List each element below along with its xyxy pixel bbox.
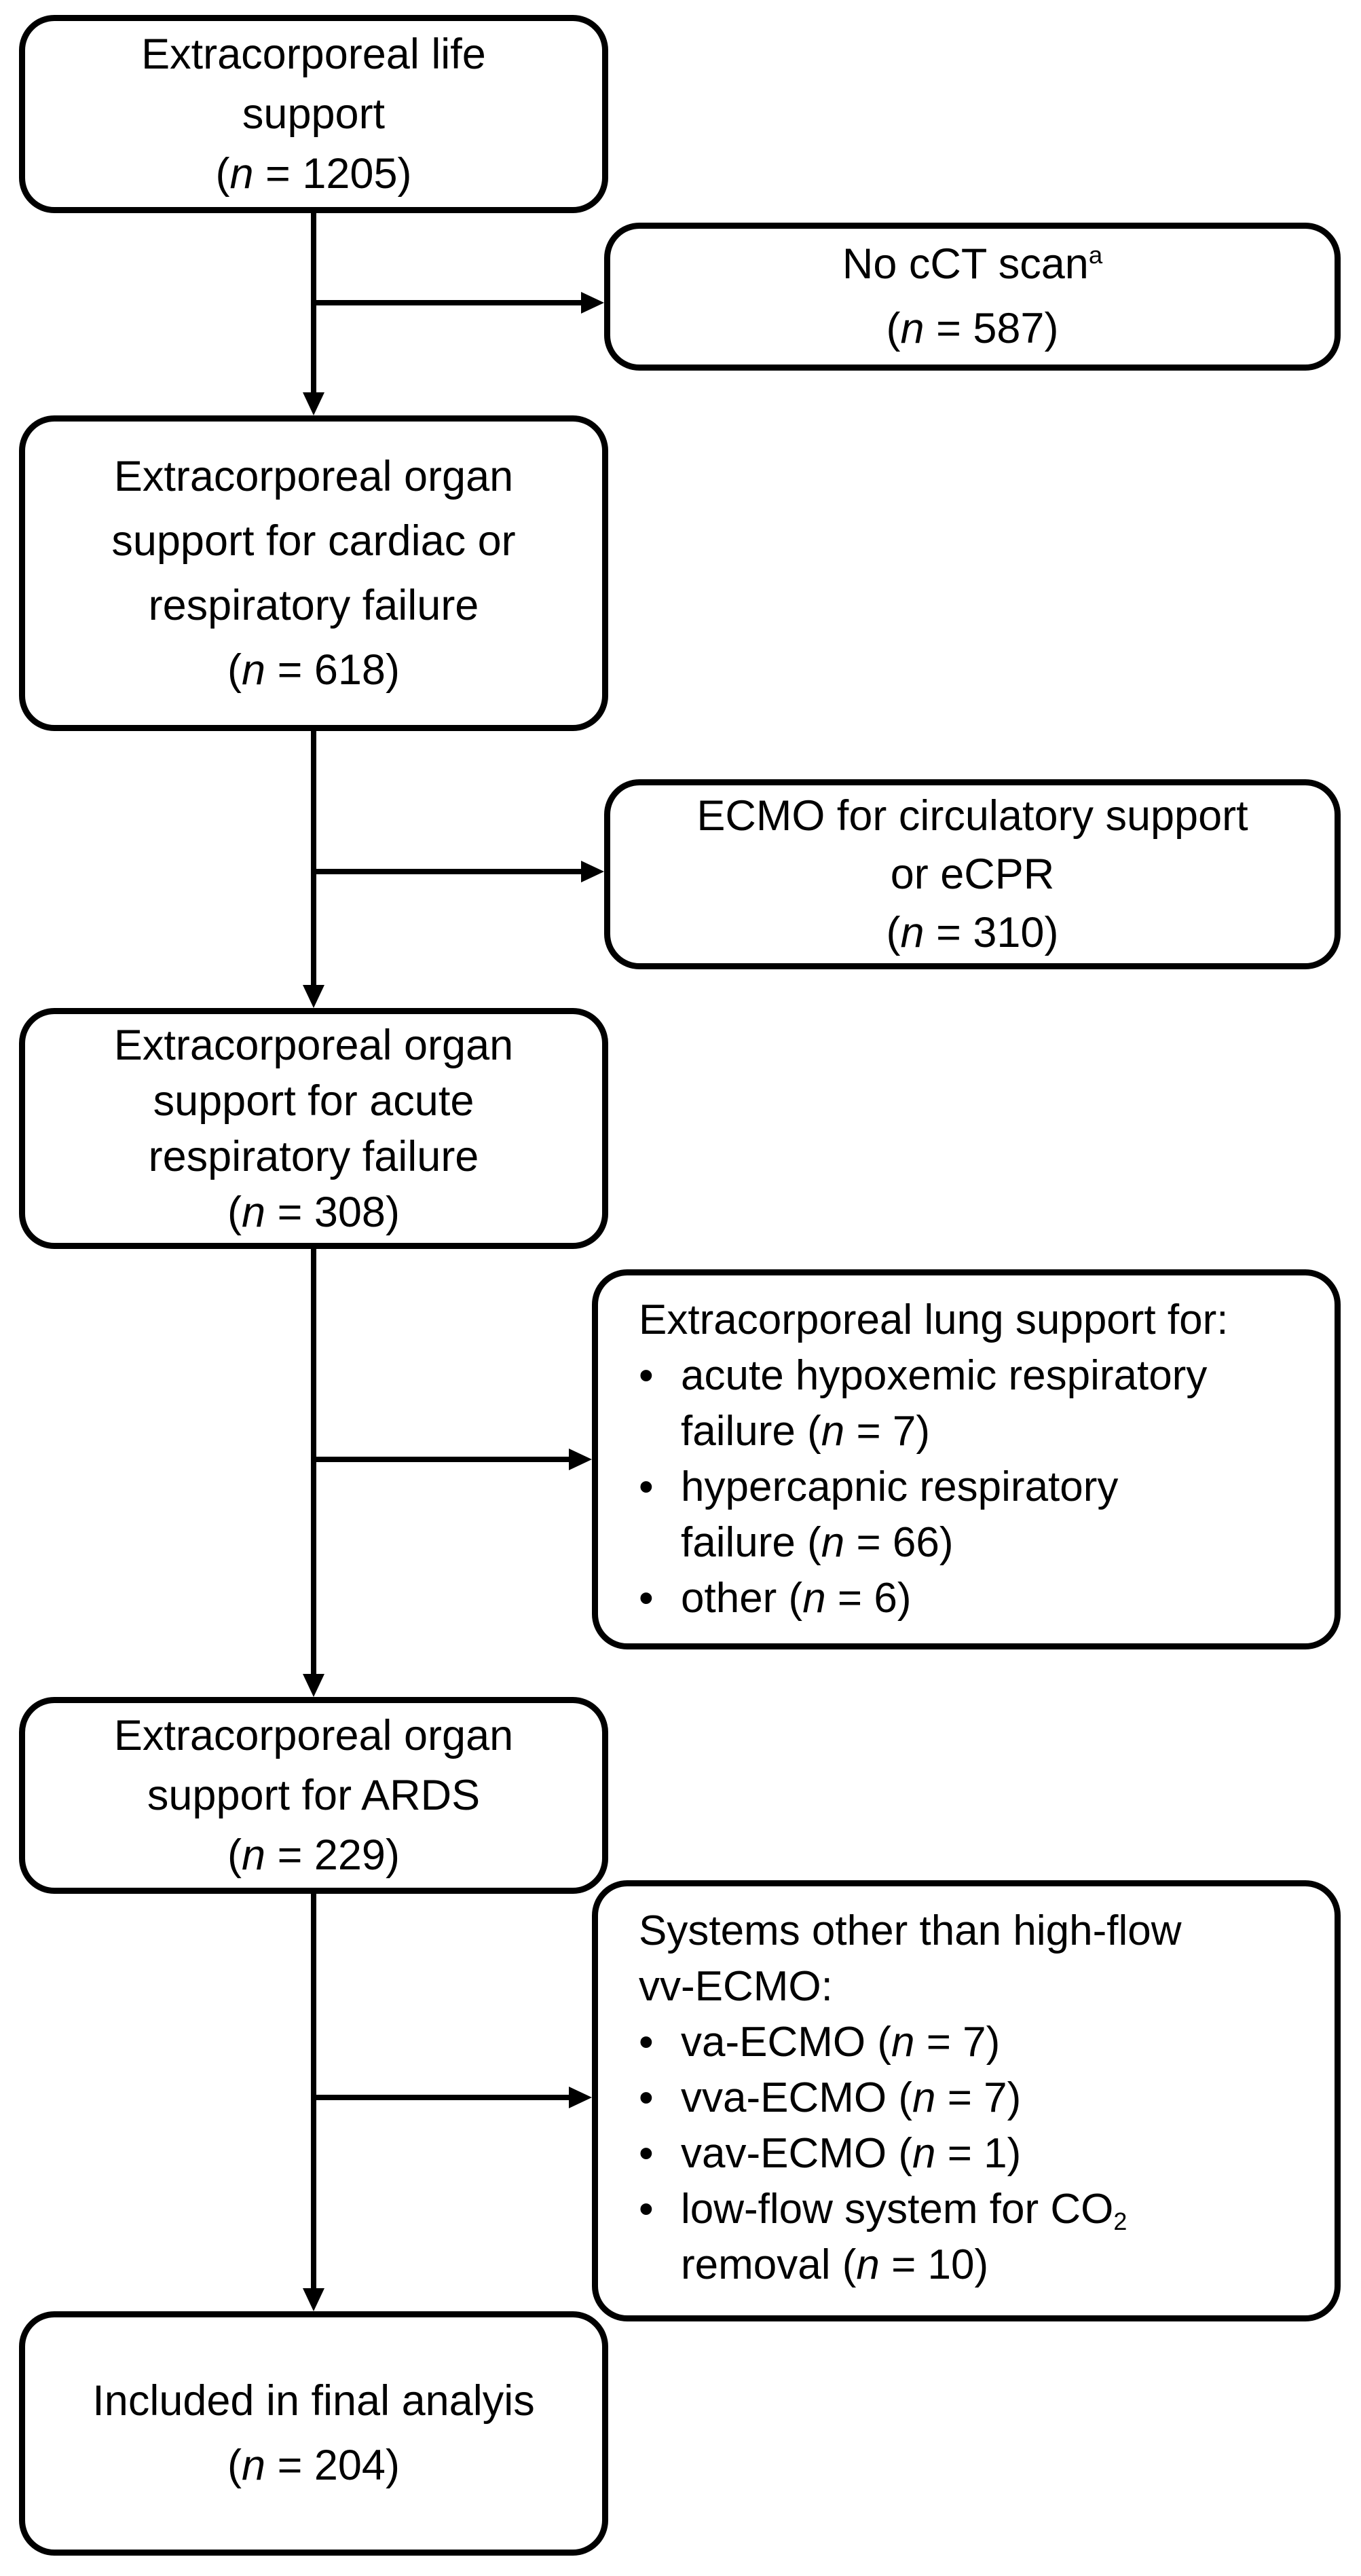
text-segments: failure (n = 66) bbox=[681, 1519, 954, 1566]
branch-line-right-4 bbox=[314, 2095, 569, 2100]
text-segments: Extracorporeal lung support for: bbox=[639, 1296, 1229, 1343]
bullet-list-item: • acute hypoxemic respiratory bbox=[639, 1348, 1314, 1404]
bullet-list-item: • va-ECMO (n = 7) bbox=[639, 2015, 1314, 2070]
box-no-cct-scan: No cCT scana (n = 587) bbox=[604, 223, 1341, 371]
text-segments: vva-ECMO (n = 7) bbox=[681, 2074, 1022, 2121]
text-segments: Included in final analyis bbox=[92, 2377, 535, 2425]
text-line: Extracorporeal lung support for: bbox=[639, 1292, 1314, 1348]
text-segments: Extracorporeal life bbox=[141, 31, 486, 78]
text-segments: vv-ECMO: bbox=[639, 1963, 833, 2010]
text-segments: support for acute bbox=[153, 1077, 474, 1125]
text-line: (n = 308) bbox=[25, 1184, 602, 1240]
box-systems-other-than-vv-ecmo: Systems other than high-flow vv-ECMO: • va-… bbox=[592, 1880, 1341, 2321]
text-segments: respiratory failure bbox=[148, 581, 479, 629]
text-line: (n = 1205) bbox=[25, 144, 602, 204]
text-line: removal (n = 10) bbox=[681, 2237, 1314, 2293]
text-segments: support bbox=[242, 90, 386, 138]
text-line: No cCT scana bbox=[610, 232, 1335, 297]
text-line: (n = 587) bbox=[610, 297, 1335, 361]
text-line: Included in final analyis bbox=[25, 2369, 602, 2433]
text-line: failure (n = 7) bbox=[681, 1404, 1314, 1459]
text-segments: No cCT scana bbox=[842, 240, 1103, 288]
box-acute-respiratory-failure: Extracorporeal organ support for acute res… bbox=[19, 1008, 608, 1249]
bullet-icon: • bbox=[639, 1575, 654, 1622]
box-ecmo-circulatory-or-ecpr: ECMO for circulatory support or eCPR (n = … bbox=[604, 779, 1341, 969]
text-segments: (n = 310) bbox=[886, 909, 1059, 956]
text-line: or eCPR bbox=[610, 845, 1335, 903]
text-segments: (n = 204) bbox=[227, 2442, 400, 2489]
arrowhead-down-4-icon bbox=[303, 2288, 324, 2311]
text-segments: (n = 618) bbox=[227, 646, 400, 694]
box-ards: Extracorporeal organ support for ARDS (n =… bbox=[19, 1697, 608, 1894]
arrowhead-right-2-icon bbox=[581, 861, 604, 882]
arrow-line-down-4 bbox=[311, 1891, 316, 2288]
branch-line-right-3 bbox=[314, 1457, 569, 1462]
text-line: Extracorporeal organ bbox=[25, 1018, 602, 1073]
text-line: ECMO for circulatory support bbox=[610, 787, 1335, 845]
text-line: Extracorporeal organ bbox=[25, 1706, 602, 1766]
bullet-icon: • bbox=[639, 1352, 654, 1399]
text-line: Systems other than high-flow bbox=[639, 1903, 1314, 1959]
text-line: respiratory failure bbox=[25, 1129, 602, 1184]
box-extracorporeal-lung-support: Extracorporeal lung support for: • acute h… bbox=[592, 1269, 1341, 1649]
text-line: support for ARDS bbox=[25, 1766, 602, 1825]
box-extracorporeal-life-support: Extracorporeal life support (n = 1205) bbox=[19, 15, 608, 213]
text-segments: vav-ECMO (n = 1) bbox=[681, 2130, 1022, 2177]
text-segments: Extracorporeal organ bbox=[113, 1712, 514, 1759]
text-line: vv-ECMO: bbox=[639, 1959, 1314, 2015]
text-segments: acute hypoxemic respiratory bbox=[681, 1352, 1208, 1399]
arrowhead-down-2-icon bbox=[303, 985, 324, 1008]
arrowhead-down-1-icon bbox=[303, 392, 324, 415]
text-segments: hypercapnic respiratory bbox=[681, 1463, 1119, 1510]
bullet-icon: • bbox=[639, 1463, 654, 1510]
text-segments: Extracorporeal organ bbox=[113, 452, 514, 500]
branch-line-right-2 bbox=[314, 869, 581, 874]
text-line: (n = 310) bbox=[610, 903, 1335, 962]
text-line: (n = 229) bbox=[25, 1825, 602, 1885]
bullet-icon: • bbox=[639, 2186, 654, 2233]
text-line: support for acute bbox=[25, 1073, 602, 1129]
text-segments: respiratory failure bbox=[148, 1132, 479, 1180]
branch-line-right-1 bbox=[314, 300, 581, 305]
text-line: Extracorporeal life bbox=[25, 24, 602, 84]
text-segments: (n = 587) bbox=[886, 305, 1059, 352]
text-line: respiratory failure bbox=[25, 574, 602, 638]
bullet-list-item: • low-flow system for CO2 bbox=[639, 2182, 1314, 2237]
bullet-list-item: • other (n = 6) bbox=[639, 1571, 1314, 1626]
bullet-list-item: • vva-ECMO (n = 7) bbox=[639, 2070, 1314, 2126]
text-segments: va-ECMO (n = 7) bbox=[681, 2019, 1001, 2066]
arrowhead-down-3-icon bbox=[303, 1674, 324, 1697]
text-line: failure (n = 66) bbox=[681, 1515, 1314, 1571]
text-segments: (n = 229) bbox=[227, 1831, 400, 1879]
text-segments: support for cardiac or bbox=[111, 517, 516, 565]
bullet-icon: • bbox=[639, 2019, 654, 2066]
text-segments: failure (n = 7) bbox=[681, 1408, 931, 1455]
arrowhead-right-4-icon bbox=[569, 2087, 592, 2108]
text-segments: (n = 308) bbox=[227, 1188, 400, 1236]
bullet-icon: • bbox=[639, 2130, 654, 2177]
text-segments: Systems other than high-flow bbox=[639, 1907, 1182, 1954]
text-segments: (n = 1205) bbox=[215, 150, 412, 198]
text-line: (n = 204) bbox=[25, 2433, 602, 2498]
text-segments: Extracorporeal organ bbox=[113, 1021, 514, 1069]
text-line: support for cardiac or bbox=[25, 509, 602, 574]
text-line: (n = 618) bbox=[25, 638, 602, 703]
text-segments: or eCPR bbox=[890, 851, 1055, 898]
bullet-list-item: • vav-ECMO (n = 1) bbox=[639, 2126, 1314, 2182]
bullet-icon: • bbox=[639, 2074, 654, 2121]
text-segments: ECMO for circulatory support bbox=[696, 792, 1248, 840]
text-segments: low-flow system for CO2 bbox=[681, 2186, 1127, 2236]
text-line: Extracorporeal organ bbox=[25, 445, 602, 509]
text-line: support bbox=[25, 84, 602, 144]
text-segments: other (n = 6) bbox=[681, 1575, 912, 1622]
arrowhead-right-1-icon bbox=[581, 292, 604, 314]
text-segments: removal (n = 10) bbox=[681, 2241, 989, 2288]
arrow-line-down-2 bbox=[311, 728, 316, 985]
box-final-analysis: Included in final analyis (n = 204) bbox=[19, 2311, 608, 2556]
arrowhead-right-3-icon bbox=[569, 1449, 592, 1470]
box-cardiac-or-respiratory-failure: Extracorporeal organ support for cardiac … bbox=[19, 415, 608, 731]
text-segments: support for ARDS bbox=[147, 1772, 481, 1819]
bullet-list-item: • hypercapnic respiratory bbox=[639, 1459, 1314, 1515]
